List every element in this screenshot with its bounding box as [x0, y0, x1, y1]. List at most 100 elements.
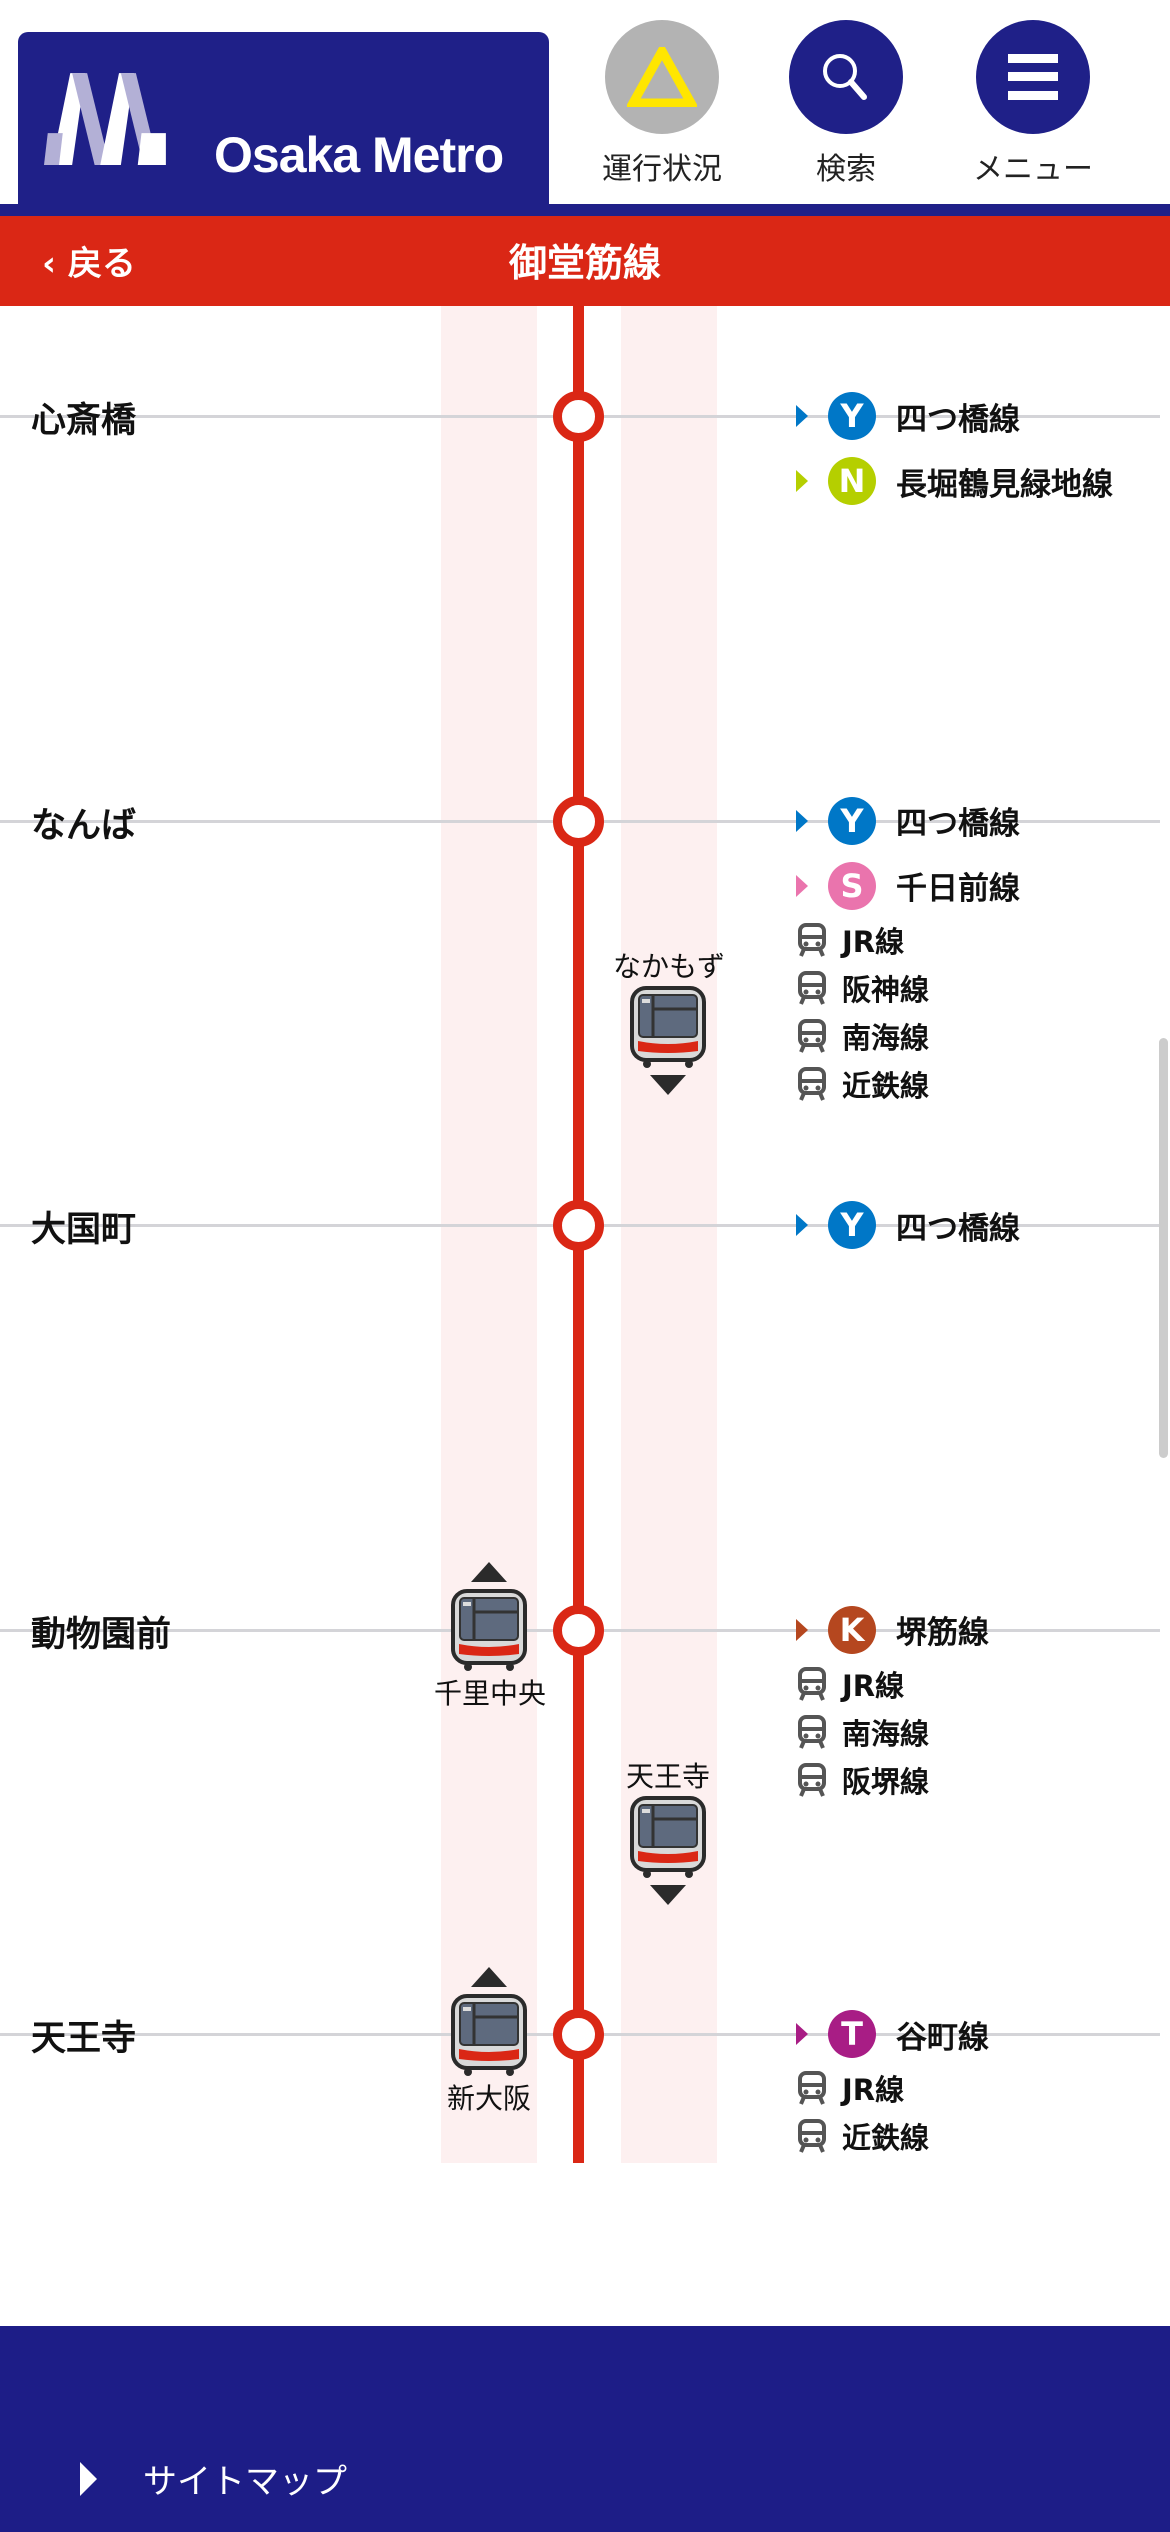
transfer-rail-line: 南海線: [798, 1014, 929, 1058]
back-button[interactable]: ‹ 戻る: [42, 236, 136, 285]
caret-right-icon: [796, 1618, 808, 1641]
menu-button[interactable]: メニュー: [963, 20, 1103, 188]
service-status-button[interactable]: 運行状況: [592, 20, 732, 188]
line-badge-icon: Y: [828, 392, 876, 440]
train-icon: [613, 1795, 723, 1879]
transfer-subway-line[interactable]: Y 四つ橋線: [796, 391, 1020, 441]
transfer-rail-line: JR線: [798, 1662, 904, 1706]
station-name[interactable]: 心斎橋: [31, 401, 137, 441]
train-rail-icon: [798, 1018, 826, 1053]
station-node-icon[interactable]: [553, 2009, 604, 2060]
line-badge-icon: T: [828, 2010, 876, 2058]
train-rail-icon: [798, 1666, 826, 1701]
station-node-icon[interactable]: [553, 391, 604, 442]
train-rail-icon: [798, 922, 826, 957]
caret-right-icon: [796, 809, 808, 832]
line-name: 谷町線: [896, 2019, 989, 2056]
transfer-rail-line: 近鉄線: [798, 2114, 929, 2158]
logo-text: Osaka Metro: [214, 127, 504, 183]
search-icon: [789, 20, 903, 134]
rail-line-name: 近鉄線: [842, 2121, 930, 2155]
transfer-rail-line: 阪神線: [798, 966, 929, 1010]
rail-line-name: 阪堺線: [842, 1764, 930, 1799]
station-node-icon[interactable]: [553, 1200, 604, 1251]
search-button[interactable]: 検索: [776, 20, 916, 188]
line-badge-icon: S: [828, 861, 876, 910]
train-rail-icon: [798, 2071, 826, 2105]
train-rail-icon: [798, 970, 826, 1005]
line-name: 堺筋線: [896, 1615, 989, 1651]
station-node-icon[interactable]: [553, 795, 604, 847]
station-name[interactable]: 大国町: [31, 1210, 137, 1250]
arrow-down-icon: [650, 1885, 686, 1905]
rail-line-name: JR線: [842, 924, 905, 959]
train-northbound[interactable]: 千里中央: [434, 1562, 547, 1712]
transfer-subway-line[interactable]: N 長堀鶴見緑地線: [796, 456, 1113, 506]
line-badge-icon: Y: [828, 796, 876, 845]
train-icon: [613, 985, 723, 1069]
search-label: 検索: [816, 152, 876, 187]
northbound-track-column: [441, 306, 537, 2163]
rail-line-name: 南海線: [842, 1020, 930, 1055]
metro-m-logo-icon: [44, 73, 166, 165]
arrow-up-icon: [471, 1967, 507, 1987]
train-destination: 千里中央: [434, 1677, 547, 1710]
rail-line-name: JR線: [842, 2073, 905, 2107]
transfer-rail-line: JR線: [798, 918, 904, 962]
footer: サイトマップ: [0, 2326, 1170, 2532]
station-node-icon[interactable]: [553, 1604, 604, 1656]
sitemap-link[interactable]: サイトマップ: [80, 2454, 347, 2503]
rail-line-name: 近鉄線: [842, 1068, 930, 1103]
scrollbar[interactable]: [1159, 1038, 1168, 1458]
train-southbound[interactable]: なかもず: [613, 945, 726, 1095]
transfer-subway-line[interactable]: K 堺筋線: [796, 1605, 989, 1655]
line-name: 長堀鶴見緑地線: [896, 466, 1113, 503]
train-southbound[interactable]: 天王寺: [613, 1755, 723, 1905]
transfer-subway-line[interactable]: T 谷町線: [796, 2009, 989, 2059]
rail-line-name: JR線: [842, 1668, 905, 1703]
train-icon: [434, 1993, 544, 2077]
line-name: 四つ橋線: [896, 401, 1020, 438]
sitemap-label: サイトマップ: [143, 2462, 347, 2502]
caret-right-icon: [796, 874, 808, 897]
transfer-subway-line[interactable]: Y 四つ橋線: [796, 796, 1020, 846]
header-divider: [0, 204, 1170, 216]
train-rail-icon: [798, 1762, 826, 1797]
train-rail-icon: [798, 1066, 826, 1101]
train-destination: 天王寺: [625, 1760, 710, 1793]
caret-right-icon: [796, 2023, 808, 2045]
transfer-subway-line[interactable]: Y 四つ橋線: [796, 1200, 1020, 1250]
train-rail-icon: [798, 2119, 826, 2153]
caret-right-icon: [796, 470, 808, 492]
page-title: 御堂筋線: [508, 241, 661, 285]
transfer-rail-line: 阪堺線: [798, 1758, 929, 1802]
train-rail-icon: [798, 1714, 826, 1749]
line-badge-icon: K: [828, 1605, 876, 1654]
station-name[interactable]: 動物園前: [31, 1614, 172, 1655]
train-destination: 新大阪: [446, 2082, 531, 2115]
line-badge-icon: N: [828, 457, 876, 505]
train-destination: なかもず: [613, 950, 726, 983]
back-label: 戻る: [67, 244, 136, 284]
caret-right-icon: [796, 405, 808, 427]
arrow-down-icon: [650, 1075, 686, 1095]
line-name: 四つ橋線: [896, 1210, 1020, 1247]
warning-triangle-icon: [605, 20, 719, 134]
chevron-left-icon: ‹: [42, 244, 68, 284]
line-badge-icon: Y: [828, 1201, 876, 1249]
station-name[interactable]: なんば: [31, 805, 137, 846]
transfer-rail-line: 南海線: [798, 1710, 929, 1754]
transfer-rail-line: 近鉄線: [798, 1062, 929, 1106]
transfer-subway-line[interactable]: S 千日前線: [796, 861, 1020, 911]
line-title-bar: 御堂筋線 ‹ 戻る: [0, 216, 1170, 306]
rail-line-name: 阪神線: [842, 972, 930, 1007]
arrow-up-icon: [471, 1562, 507, 1582]
service-status-label: 運行状況: [602, 152, 722, 187]
line-name: 千日前線: [896, 871, 1020, 907]
menu-icon: [976, 20, 1090, 134]
station-name[interactable]: 天王寺: [31, 2019, 137, 2059]
train-northbound[interactable]: 新大阪: [434, 1967, 544, 2117]
line-name: 四つ橋線: [896, 806, 1020, 842]
osaka-metro-logo[interactable]: Osaka Metro: [18, 32, 549, 204]
menu-label: メニュー: [973, 152, 1093, 187]
